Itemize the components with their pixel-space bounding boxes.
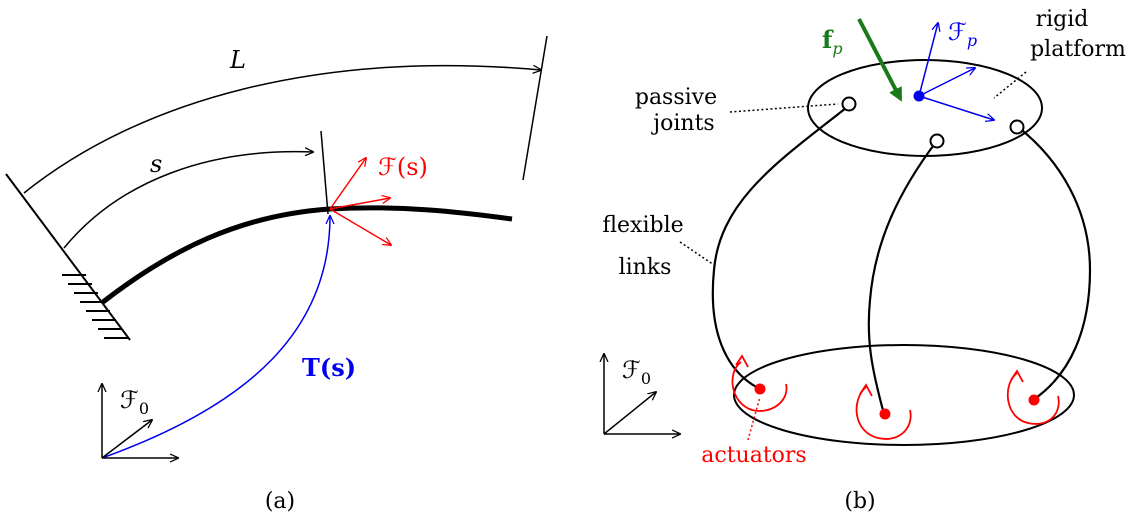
- force-arrow: [857, 18, 902, 102]
- panel-a: L s ℱ(s) T(s) ℱ0 (a): [5, 35, 548, 514]
- beam: [101, 205, 513, 304]
- arc-L: [23, 66, 541, 194]
- panel-b: fp ℱp rigid platform passive joints flex…: [602, 7, 1126, 514]
- caption-a: (a): [265, 489, 295, 514]
- flexible-link: [867, 141, 937, 415]
- label-links: links: [619, 255, 672, 280]
- arc-s: [63, 152, 313, 249]
- label-passive: passive: [635, 85, 717, 110]
- actuator: [855, 383, 912, 440]
- clamp-wall: [5, 173, 131, 341]
- actuator: [1006, 369, 1060, 425]
- label-L: L: [229, 46, 246, 74]
- base-frame-a: [102, 384, 178, 458]
- label-platform: platform: [1030, 37, 1126, 62]
- label-actuators: actuators: [701, 443, 806, 468]
- leader-flexible: [679, 241, 715, 266]
- label-frame-base-b: ℱ0: [622, 356, 651, 388]
- transform-curve: [101, 216, 330, 459]
- leader-passive: [729, 103, 839, 113]
- leader-actuators: [747, 396, 761, 441]
- label-frame-local: ℱ(s): [378, 153, 428, 181]
- passive-joint: [841, 96, 857, 112]
- platform-frame: [913, 23, 995, 120]
- base-ellipse: [733, 344, 1075, 446]
- passive-joint: [1009, 119, 1025, 135]
- label-rigid: rigid: [1036, 7, 1089, 32]
- local-frame: [329, 158, 391, 245]
- label-s: s: [150, 150, 162, 178]
- caption-b: (b): [844, 489, 875, 514]
- passive-joint: [929, 133, 945, 149]
- label-flexible: flexible: [602, 213, 683, 238]
- label-frame-base-a: ℱ0: [120, 386, 149, 418]
- tick-s: [320, 130, 329, 215]
- tick-L: [522, 35, 548, 181]
- label-force: fp: [822, 25, 843, 58]
- base-frame-b: [604, 354, 680, 434]
- flexible-link: [1017, 126, 1092, 401]
- clamp-hatching: [62, 274, 128, 339]
- flexible-link: [711, 107, 847, 389]
- label-joints: joints: [650, 111, 714, 136]
- label-platform-frame: ℱp: [948, 18, 977, 50]
- actuator: [731, 354, 788, 412]
- label-transform: T(s): [302, 353, 356, 382]
